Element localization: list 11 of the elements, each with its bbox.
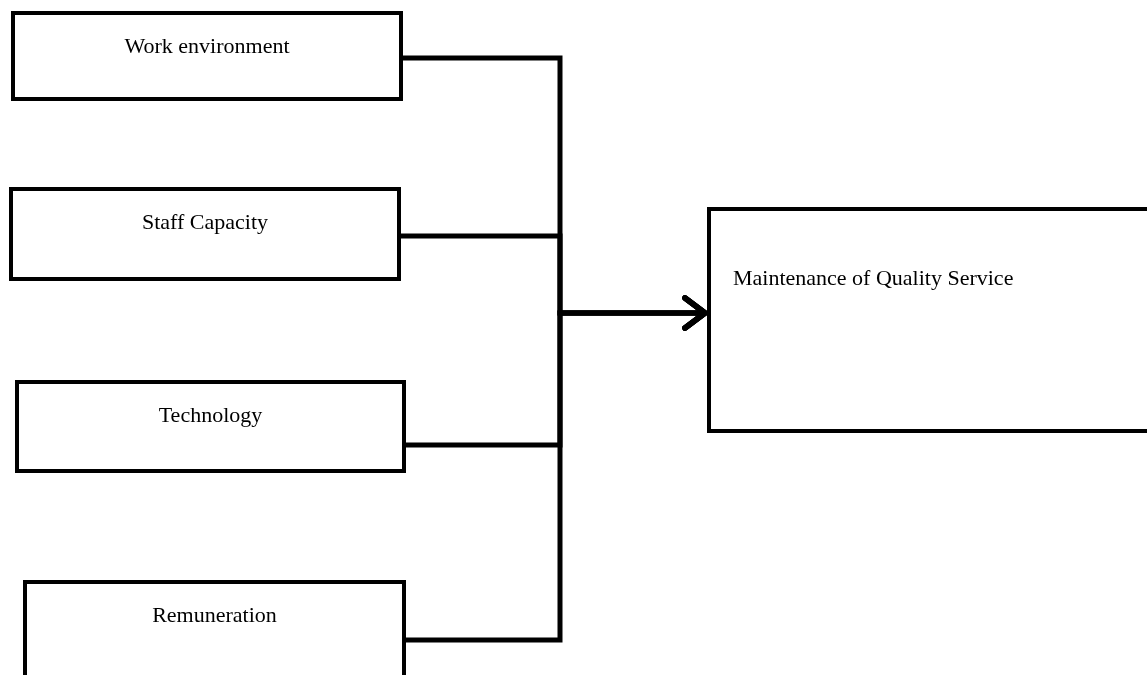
text-box [15, 380, 406, 473]
text-box [23, 580, 406, 675]
connector-arrow [406, 295, 708, 643]
text-box [11, 11, 403, 101]
box-label: Remuneration [151, 601, 278, 628]
text-box [9, 187, 401, 281]
text-box [707, 207, 1147, 433]
box-label: Maintenance of Quality Service [732, 264, 1015, 292]
box-label: Work environment [123, 32, 291, 59]
box-label: Staff Capacity [140, 208, 270, 235]
box-label: Technology [157, 401, 264, 428]
